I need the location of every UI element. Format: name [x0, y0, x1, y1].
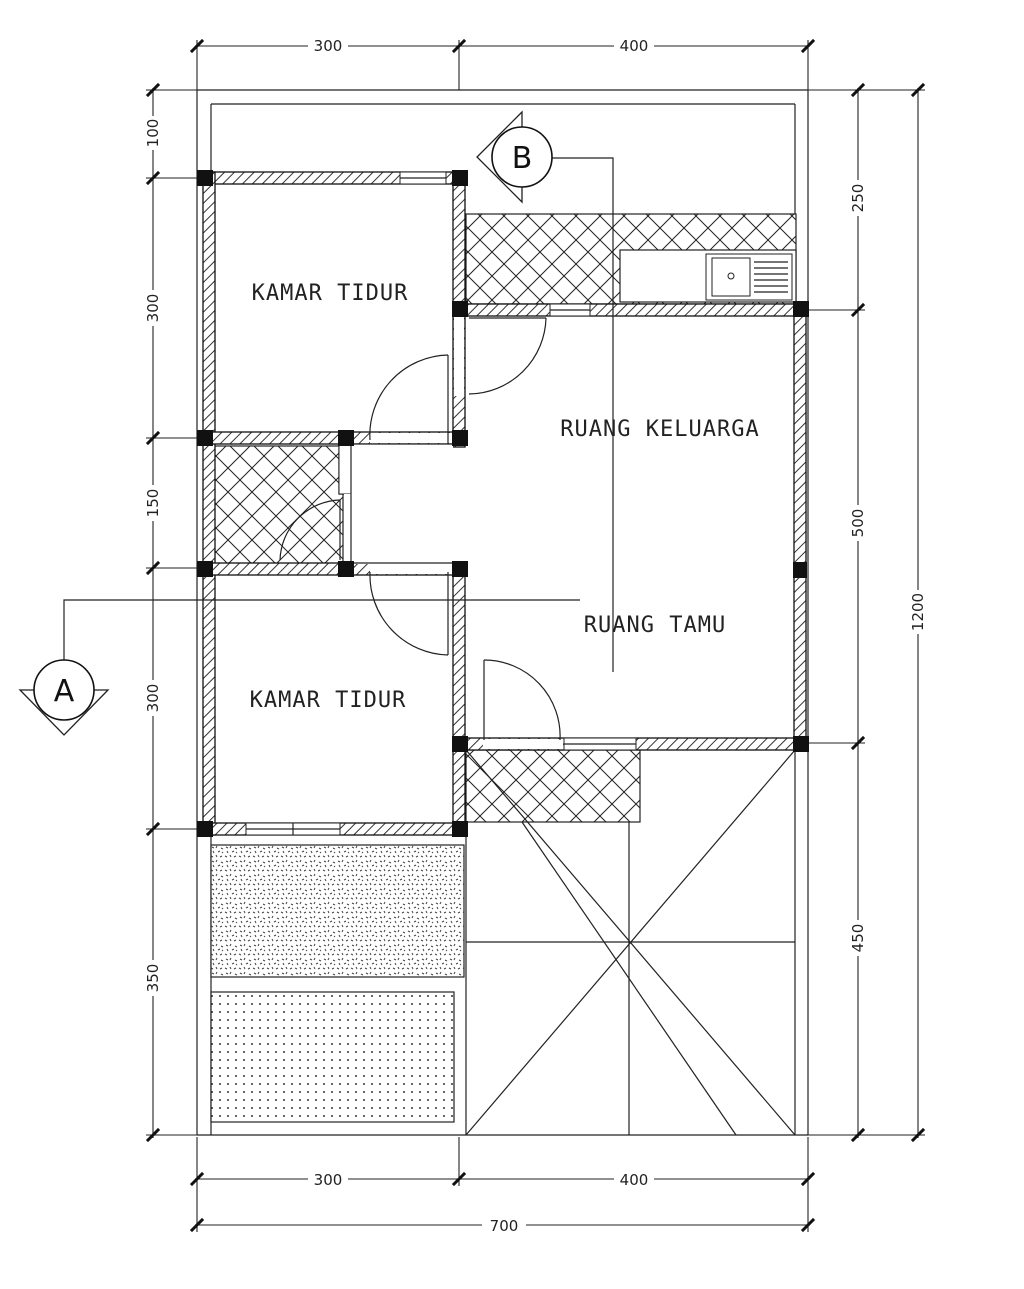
columns	[197, 170, 809, 837]
door-openings	[344, 316, 563, 749]
dim-left-2: 300	[144, 294, 162, 323]
dim-bottom-left: 300	[314, 1171, 343, 1189]
dim-left-5: 350	[144, 964, 162, 993]
dim-right-2: 500	[849, 509, 867, 538]
dimension-left: 100 300 150 300 350	[144, 82, 210, 1143]
dim-overall-height: 1200	[909, 593, 927, 631]
section-marker-a-label: A	[54, 674, 75, 709]
room-label-family-room: RUANG KELUARGA	[560, 417, 759, 442]
dim-left-1: 100	[144, 119, 162, 148]
dim-bottom-right: 400	[620, 1171, 649, 1189]
garden-grass	[210, 991, 455, 1123]
dim-top-right: 400	[620, 37, 649, 55]
kitchen-sink	[619, 249, 797, 303]
section-line-b	[552, 157, 614, 672]
garden-gravel	[210, 844, 465, 978]
windows	[245, 171, 637, 836]
dim-overall-width: 700	[490, 1217, 519, 1235]
section-marker-b: B	[476, 110, 553, 204]
section-line-a	[63, 599, 580, 665]
dimension-top: 300 400	[189, 37, 816, 90]
dim-left-4: 300	[144, 684, 162, 713]
room-label-living-room: RUANG TAMU	[584, 613, 726, 638]
terrace-floor	[465, 749, 641, 823]
dimension-right: 250 500 450 1200	[800, 82, 927, 1143]
dim-left-3: 150	[144, 489, 162, 518]
dim-right-3: 450	[849, 924, 867, 953]
dim-right-1: 250	[849, 184, 867, 213]
room-label-bedroom-bottom: KAMAR TIDUR	[250, 688, 407, 713]
dimension-bottom: 300 400 700	[189, 1137, 816, 1235]
doors	[279, 317, 561, 741]
room-label-bedroom-top: KAMAR TIDUR	[252, 281, 409, 306]
section-marker-a: A	[18, 659, 110, 736]
dim-top-left: 300	[314, 37, 343, 55]
carport	[465, 749, 796, 1136]
section-marker-b-label: B	[512, 141, 533, 176]
bathroom-floor	[210, 445, 344, 565]
